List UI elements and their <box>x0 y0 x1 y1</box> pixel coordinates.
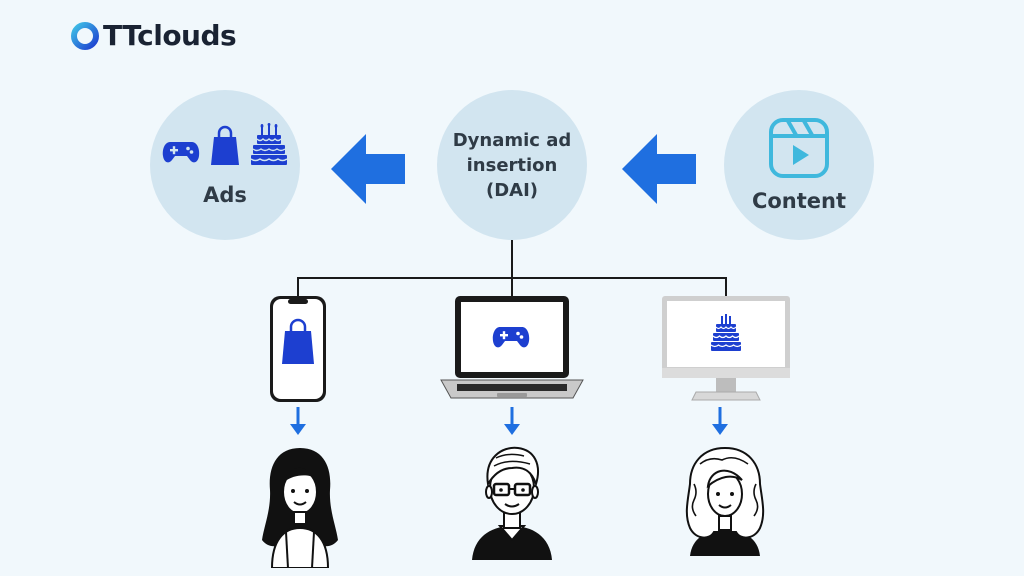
ads-icon-row <box>162 123 288 165</box>
laptop-gamepad-icon <box>492 327 530 348</box>
viewer-man-glasses <box>472 446 552 560</box>
content-label: Content <box>751 189 847 213</box>
viewer-woman-dark-hair <box>262 448 338 568</box>
smartphone-device <box>270 296 326 402</box>
dai-label-line2: insertion <box>466 154 558 176</box>
phone-shopping-bag-icon <box>282 318 314 364</box>
laptop-device <box>440 296 584 399</box>
brand-logo: TTclouds <box>69 19 237 52</box>
logo-ring-icon <box>71 22 99 50</box>
viewer-woman-curly-hair <box>685 446 765 556</box>
arrow-dai-to-ads-icon <box>331 134 405 204</box>
ads-node: Ads <box>150 90 300 240</box>
down-arrow-phone-icon <box>290 407 306 435</box>
content-node: Content <box>724 90 874 240</box>
dai-node: Dynamic ad insertion (DAI) <box>437 90 587 240</box>
dai-label-line3: (DAI) <box>485 179 539 201</box>
dai-label-line1: Dynamic ad <box>452 129 572 151</box>
ads-label: Ads <box>203 183 247 207</box>
gamepad-icon <box>162 142 200 163</box>
monitor-cake-icon <box>710 314 742 351</box>
brand-name: TTclouds <box>103 19 237 52</box>
cake-icon <box>250 123 288 165</box>
monitor-device <box>662 296 790 401</box>
down-arrow-laptop-icon <box>504 407 520 435</box>
video-play-icon <box>769 118 829 178</box>
shopping-bag-icon <box>211 125 239 165</box>
arrow-content-to-dai-icon <box>622 134 696 204</box>
down-arrow-monitor-icon <box>712 407 728 435</box>
